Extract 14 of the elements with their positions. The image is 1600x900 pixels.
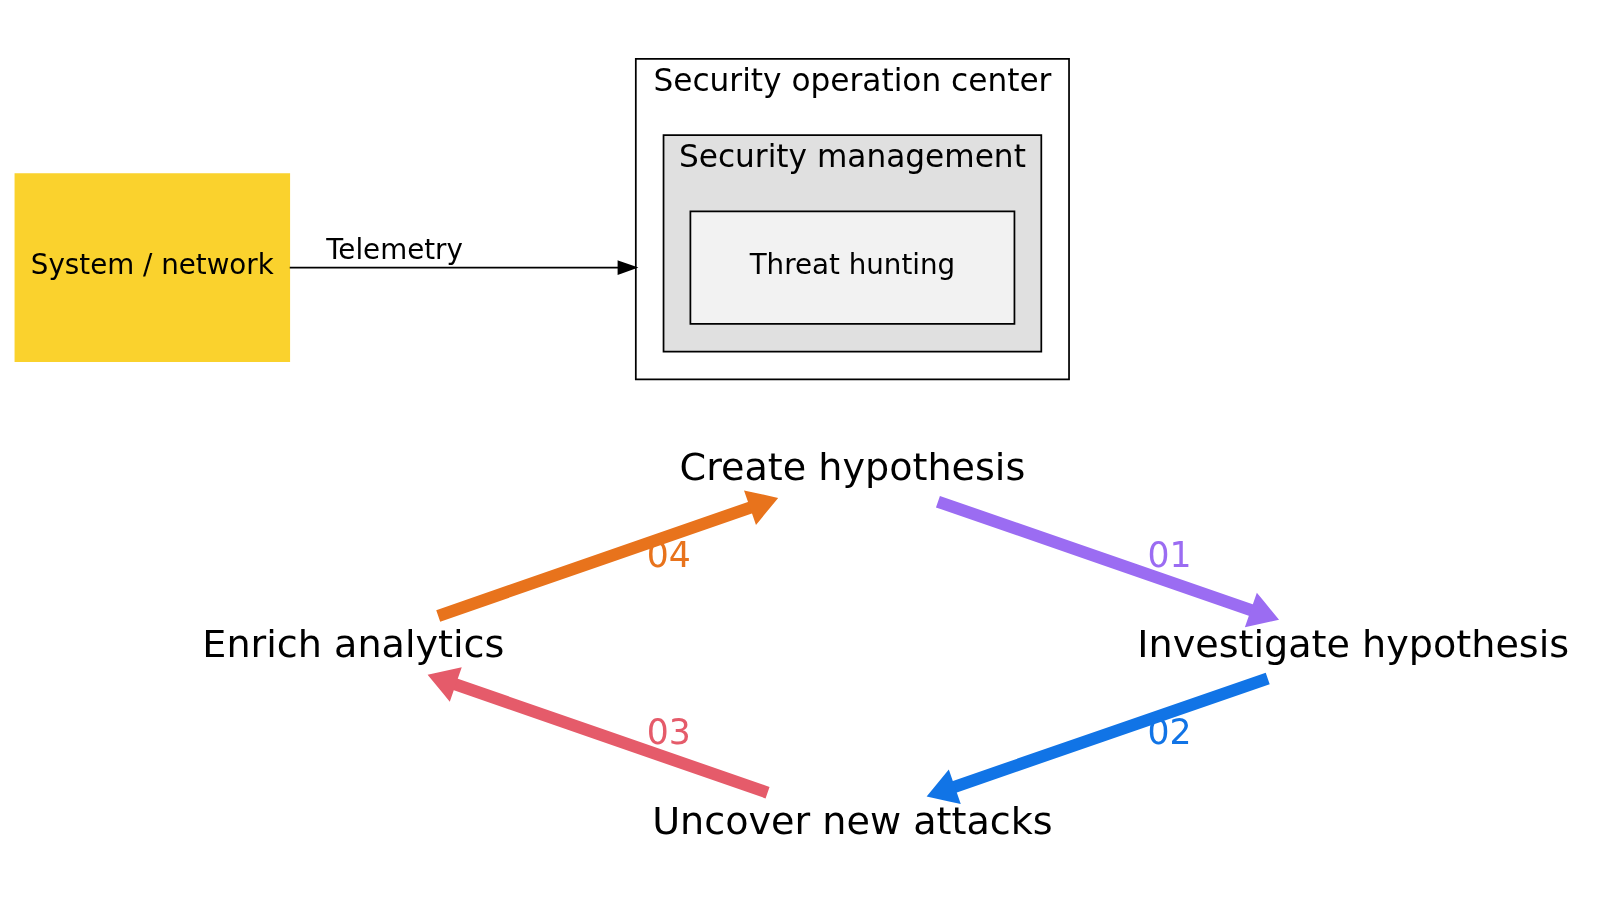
node-text: Create hypothesis <box>679 445 1026 490</box>
arrow <box>427 667 770 799</box>
node-text: Investigate hypothesis <box>1137 621 1570 666</box>
arrow <box>935 495 1280 628</box>
node-box: Threat hunting <box>689 210 1016 325</box>
arrow <box>436 490 779 622</box>
node-text: Uncover new attacks <box>652 798 1053 843</box>
edge-label: 03 <box>646 712 691 753</box>
edge-label: Telemetry <box>326 232 463 266</box>
node-text: Enrich analytics <box>202 621 505 666</box>
edge-label: 01 <box>1147 535 1192 576</box>
node-box: System / network <box>14 173 291 363</box>
arrow <box>926 672 1270 804</box>
arrow <box>288 260 639 275</box>
